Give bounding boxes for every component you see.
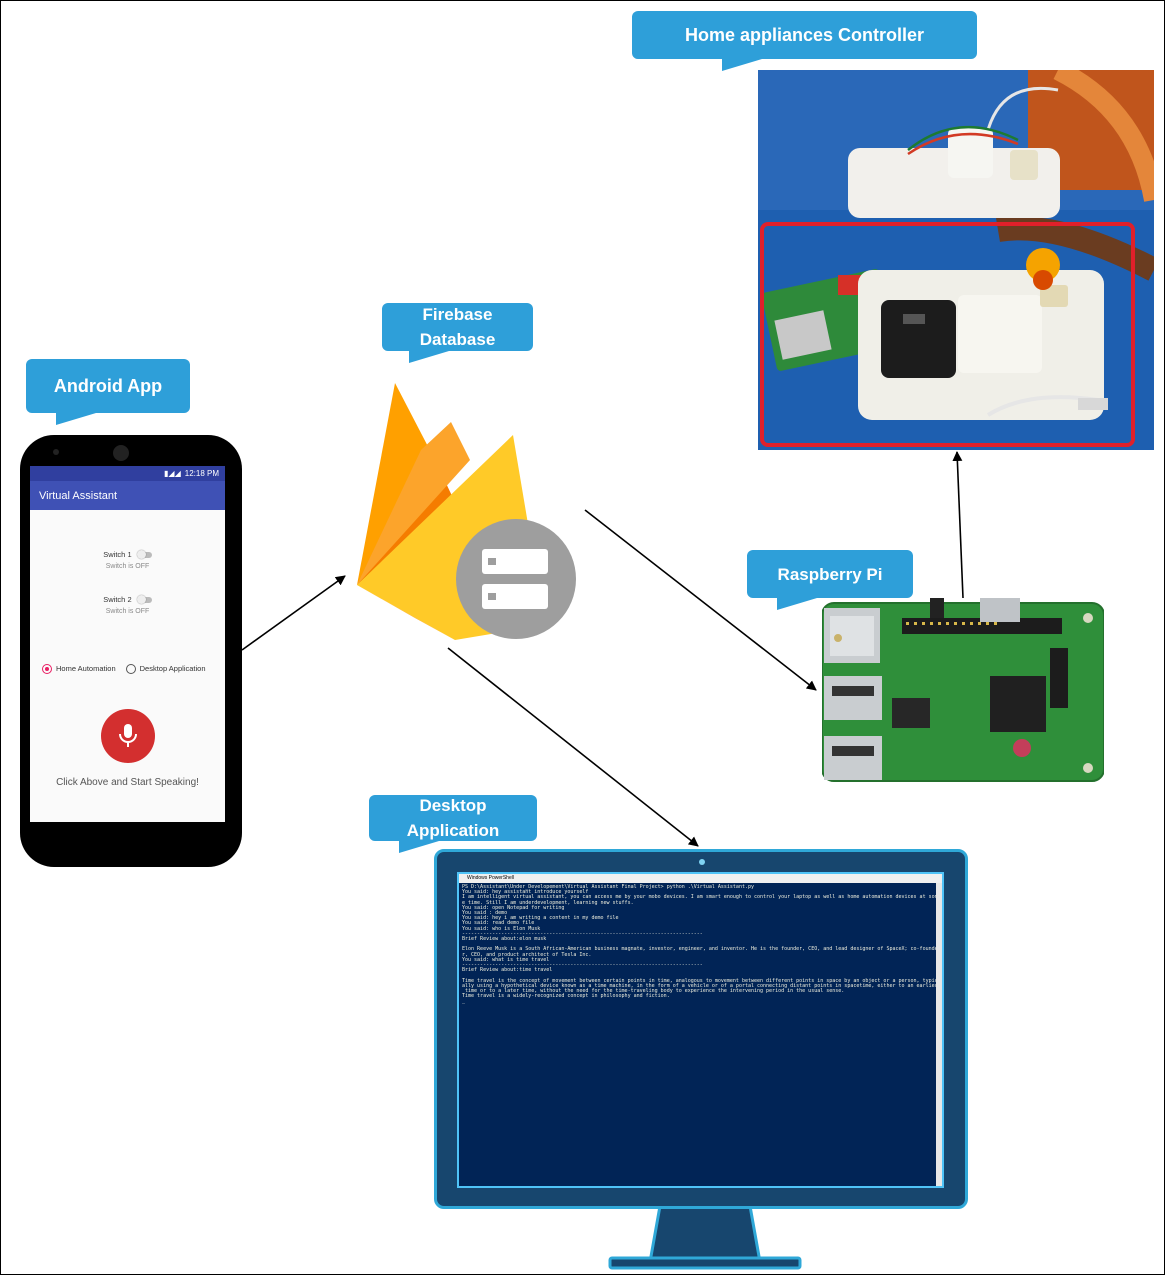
arrow-firebase-to-desktop	[447, 647, 699, 847]
app-title-bar: Virtual Assistant	[30, 481, 225, 510]
microphone-button[interactable]	[101, 709, 155, 763]
console-line: e time. Still I am underdevelopment, lea…	[462, 899, 634, 906]
arrow-firebase-to-raspberry	[584, 509, 817, 691]
mode-radio-group: Home Automation Desktop Application	[42, 664, 206, 675]
app-title: Virtual Assistant	[39, 489, 118, 502]
phone-speaker	[113, 445, 129, 461]
console-line: You said: who is Elon Musk	[462, 925, 541, 932]
webcam-dot	[699, 859, 705, 865]
console-line: You said : demo	[462, 910, 508, 917]
console-line: time or to a later time, without the nee…	[462, 988, 845, 995]
radio-home-automation[interactable]: Home Automation	[42, 664, 116, 675]
console-line: _	[462, 998, 466, 1005]
console-line: I am intelligent virtual assistant, you …	[462, 894, 936, 901]
status-time: 12:18 PM	[184, 469, 219, 478]
label-home-appliances-controller: Home appliances Controller	[632, 11, 977, 71]
arrow-android-to-firebase	[241, 575, 346, 651]
console-line: Brief Review about:elon musk	[462, 936, 547, 943]
switch-1-row[interactable]: Switch 1	[30, 550, 225, 560]
speak-prompt: Click Above and Start Speaking!	[56, 777, 199, 788]
signal-icon: ▮◢◢	[164, 469, 181, 478]
radio-dot-selected[interactable]	[42, 664, 52, 675]
console-line: Brief Review about:time travel	[462, 967, 553, 974]
console-line: You said: read demo file	[462, 920, 535, 927]
radio-desktop-application[interactable]: Desktop Application	[125, 664, 206, 675]
label-desktop-application: Desktop Application	[369, 795, 537, 853]
desktop-monitor: Windows PowerShell PS D:\Assistant\Under…	[434, 849, 968, 1209]
console-line: ally using a hypothetical device known a…	[462, 982, 936, 989]
console-line: You said: hey assistant introduce yourse…	[462, 889, 589, 896]
switch-1-state: Switch is OFF	[105, 563, 150, 570]
phone-screen: ▮◢◢ 12:18 PM Virtual Assistant Switch 1 …	[30, 466, 225, 822]
arrow-raspberry-to-appliances	[952, 451, 964, 599]
label-raspberry-pi: Raspberry Pi	[747, 550, 913, 610]
console-line: ----------------------------------------…	[462, 962, 703, 969]
status-bar: ▮◢◢ 12:18 PM	[30, 466, 225, 481]
home-appliances-photo	[758, 70, 1154, 450]
console-line: Time travel is a widely-recognized conce…	[462, 993, 670, 1000]
label-firebase-database: Firebase Database	[382, 303, 533, 363]
switch-2-state: Switch is OFF	[105, 608, 150, 615]
powershell-window: Windows PowerShell PS D:\Assistant\Under…	[457, 872, 944, 1188]
console-line: r, CEO, and product architect of Tesla I…	[462, 951, 592, 958]
label-android-app: Android App	[26, 359, 190, 425]
raspberry-pi-board	[822, 598, 1104, 782]
powershell-title-bar: Windows PowerShell	[459, 874, 942, 883]
switch-1-label: Switch 1	[103, 550, 132, 559]
radio-dot[interactable]	[125, 664, 136, 675]
console-line: ----------------------------------------…	[462, 930, 703, 937]
console-line: You said: hey i am writing a content in …	[462, 915, 619, 922]
scrollbar[interactable]	[936, 883, 942, 1186]
console-line: PS D:\Assistant\Under_Developement\Virtu…	[462, 884, 754, 890]
switch-1-toggle[interactable]	[136, 550, 152, 560]
android-phone: ▮◢◢ 12:18 PM Virtual Assistant Switch 1 …	[20, 435, 242, 867]
phone-camera	[53, 449, 59, 455]
microphone-icon	[119, 724, 137, 747]
switch-2-row[interactable]: Switch 2	[30, 595, 225, 605]
switch-2-toggle[interactable]	[136, 595, 152, 605]
console-line: You said: open Notepad for writing	[462, 904, 565, 911]
firebase-flame-icon	[357, 383, 576, 640]
console-line: Elon Reeve Musk is a South African-Ameri…	[462, 946, 936, 953]
console-line: You said: what is time travel	[462, 956, 550, 963]
switch-2-label: Switch 2	[103, 595, 132, 604]
powershell-console-output: PS D:\Assistant\Under_Developement\Virtu…	[459, 883, 936, 1186]
database-server-icon	[456, 519, 576, 639]
console-line: Time travel is the concept of movement b…	[462, 977, 936, 984]
